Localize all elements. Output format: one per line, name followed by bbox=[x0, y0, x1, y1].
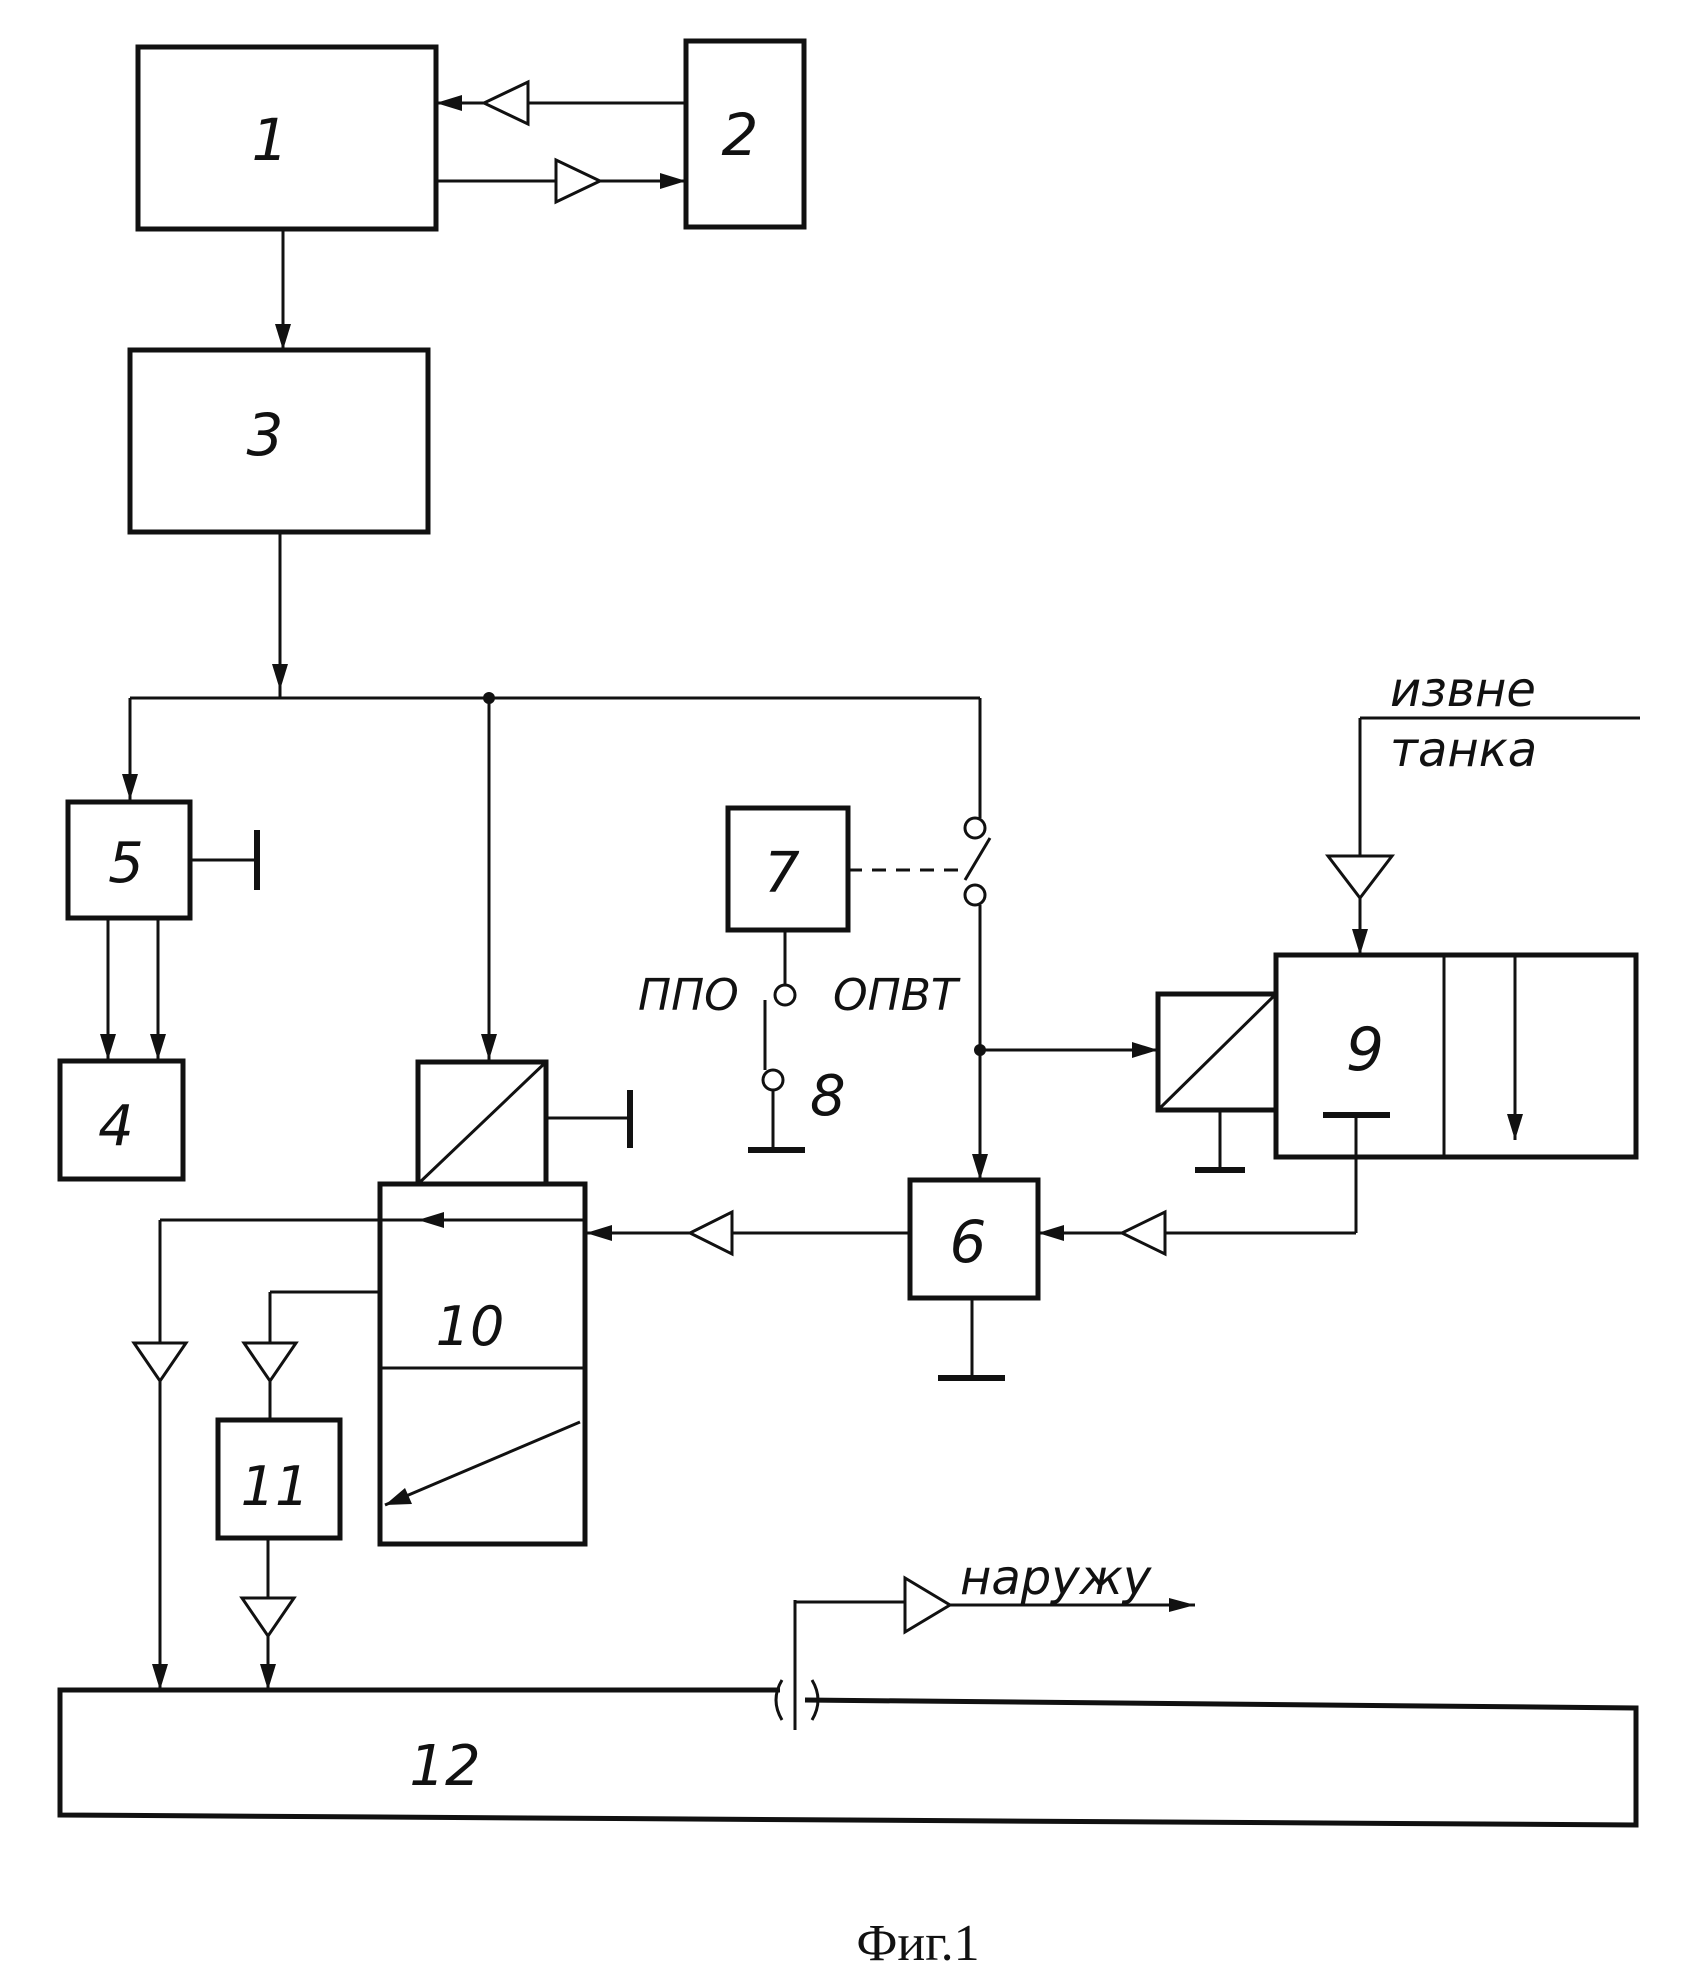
block-5-label: 5 bbox=[108, 831, 144, 896]
block-9-label: 9 bbox=[1346, 1015, 1384, 1085]
switch-main bbox=[965, 818, 1158, 1180]
link-2-to-1 bbox=[436, 82, 686, 124]
block-10 bbox=[380, 1062, 630, 1544]
link-10-to-12 bbox=[134, 1212, 444, 1690]
block-8-label: 8 bbox=[810, 1064, 846, 1129]
label-from-outside-line2: танка bbox=[1390, 722, 1537, 778]
block-1-label: 1 bbox=[252, 106, 289, 174]
block-6-label: 6 bbox=[950, 1208, 987, 1276]
block-12 bbox=[60, 1690, 1636, 1825]
link-10-to-11 bbox=[244, 1292, 380, 1420]
link-11-to-12 bbox=[242, 1538, 294, 1690]
label-outside: наружу bbox=[960, 1550, 1152, 1606]
link-9-to-6 bbox=[1038, 1115, 1356, 1254]
link-5-to-4 bbox=[100, 918, 166, 1060]
link-1-to-3 bbox=[275, 229, 291, 350]
block-3-label: 3 bbox=[247, 401, 284, 469]
ground-block-5 bbox=[190, 830, 257, 890]
figure-caption: Фиг.1 bbox=[856, 1915, 979, 1972]
block-9 bbox=[1158, 955, 1636, 1170]
block-12-label: 12 bbox=[409, 1734, 480, 1799]
block-11-label: 11 bbox=[241, 1455, 310, 1518]
switch-8 bbox=[748, 930, 805, 1150]
block-2-label: 2 bbox=[722, 101, 759, 169]
label-from-outside-line1: извне bbox=[1390, 662, 1536, 718]
ground-block-6 bbox=[938, 1298, 1005, 1378]
link-3-to-bus bbox=[272, 532, 288, 697]
block-7-label: 7 bbox=[764, 841, 800, 906]
link-6-to-10 bbox=[586, 1212, 910, 1254]
link-1-to-2 bbox=[436, 160, 686, 202]
block-4-label: 4 bbox=[98, 1094, 134, 1159]
label-opvt: ОПВТ bbox=[833, 970, 961, 1021]
label-ppo: ППО bbox=[638, 970, 739, 1021]
block-10-label: 10 bbox=[436, 1295, 505, 1358]
